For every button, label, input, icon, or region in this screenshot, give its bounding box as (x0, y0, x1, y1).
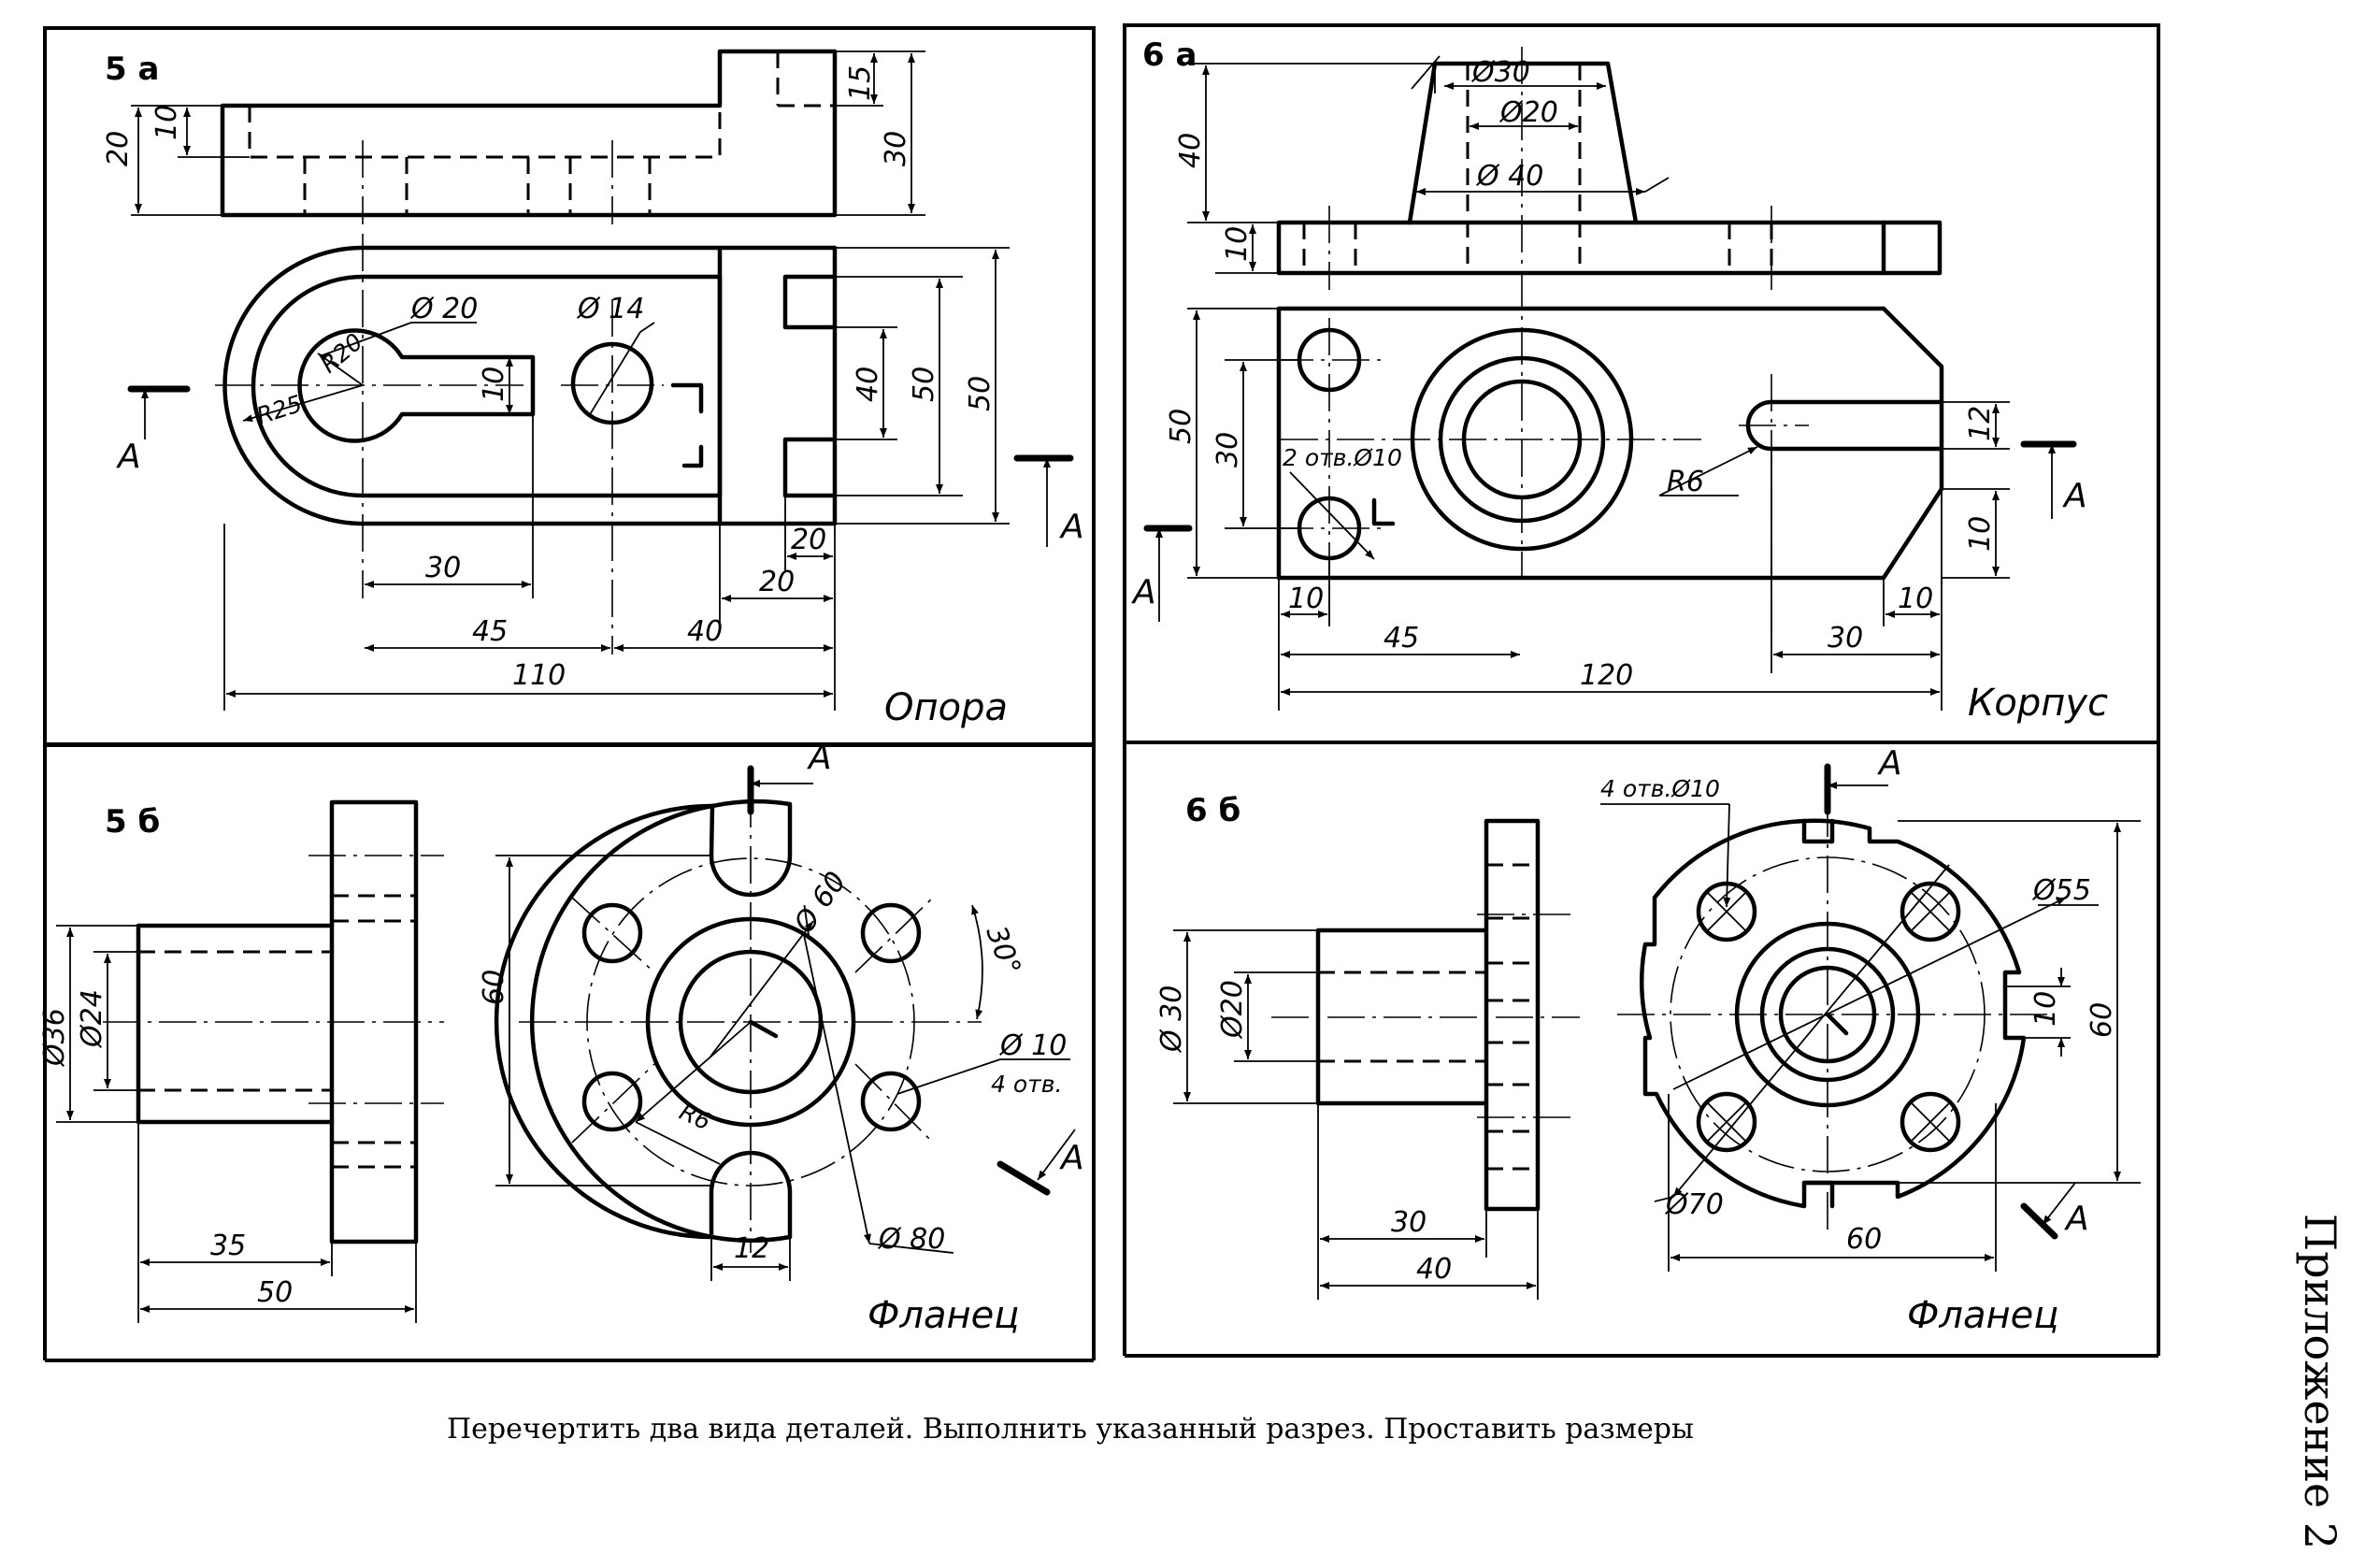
dim-4-holes-d10: 4 отв.Ø10 (1600, 775, 1720, 802)
dim-d30: Ø 30 (1155, 985, 1188, 1054)
panel-6a: 6 а 40 10 Ø30 (1131, 36, 2108, 725)
dim-60b: 60 (1846, 1223, 1882, 1256)
dim-110: 110 (512, 659, 566, 692)
view-front-6b: 4 отв.Ø10 Ø55 10 60 Ø70 60 (1600, 775, 2141, 1272)
dim-50: 50 (1165, 409, 1197, 444)
panel-number: 5 а (105, 50, 159, 88)
dim-d20: Ø 20 (409, 293, 478, 325)
panel-number: 5 б (105, 803, 160, 841)
dim-30b: 30 (425, 552, 461, 584)
dim-10c: 10 (1288, 583, 1324, 615)
dim-15: 15 (844, 65, 877, 101)
view-side-5b: Ø36 Ø24 35 50 (38, 799, 444, 1323)
dim-10: 10 (151, 105, 183, 140)
dim-r20: R20 (315, 328, 367, 379)
dim-10d: 10 (1898, 583, 1933, 615)
dim-20: 20 (102, 131, 135, 166)
dim-d40: Ø 40 (1475, 160, 1543, 193)
panel-5a: 5 а 20 10 15 (102, 49, 1084, 729)
dim-r25: R25 (253, 390, 306, 430)
panel-frames (43, 23, 2160, 1362)
dim-d24: Ø24 (76, 989, 108, 1049)
dim-d55: Ø55 (2031, 874, 2091, 907)
view-front-5b: 60 Ø 60 30° Ø 10 4 отв. R6 12 Ø 80 (478, 790, 1070, 1281)
dim-120: 120 (1580, 659, 1633, 692)
section-marks-5a: А А (116, 385, 1084, 547)
view-front-6a: 50 30 2 отв.Ø10 R6 12 10 10 10 (1165, 306, 2010, 711)
dim-d70: Ø70 (1664, 1188, 1724, 1221)
dim-60: 60 (2086, 1002, 2118, 1038)
dim-d20: Ø20 (1216, 980, 1249, 1040)
view-top-5a: 20 10 15 30 (102, 49, 925, 224)
caption: Перечертить два вида деталей. Выполнить … (447, 1413, 1694, 1446)
panel-number: 6 а (1142, 36, 1197, 74)
section-label: А (2062, 477, 2087, 515)
section-label: А (1059, 508, 1084, 546)
dim-40: 40 (1416, 1253, 1452, 1286)
section-marks-6b: А А (1824, 744, 2089, 1240)
section-label: А (1059, 1139, 1084, 1177)
dim-r6: R6 (675, 1098, 714, 1135)
section-marks-6a: А А (1131, 440, 2087, 622)
section-label: А (116, 438, 141, 476)
dim-10b: 10 (478, 367, 510, 402)
dim-30: 30 (1212, 432, 1244, 468)
panel-6b: 6 б Ø 30 Ø20 (1155, 744, 2141, 1337)
dim-20b: 40 (852, 367, 884, 402)
section-label: А (1877, 744, 1902, 783)
dim-30deg: 30° (979, 922, 1026, 980)
dim-10: 10 (1221, 226, 1254, 262)
dim-10c: 20 (791, 524, 826, 556)
dim-45: 45 (1384, 622, 1419, 655)
part-title: Корпус (1968, 682, 2108, 725)
appendix-label: Приложение 2 (2295, 1214, 2345, 1549)
dim-r6: R6 (1667, 466, 1704, 498)
dim-35: 35 (210, 1230, 246, 1262)
dim-d30: Ø30 (1470, 56, 1530, 89)
dim-50: 50 (257, 1276, 293, 1309)
dim-60: 60 (478, 970, 510, 1005)
dim-30: 30 (880, 131, 912, 166)
section-label: А (807, 739, 832, 777)
dim-40: 50 (908, 367, 940, 402)
dim-d20: Ø20 (1498, 96, 1558, 129)
dim-12: 12 (1964, 406, 1997, 441)
dim-20c: 20 (759, 566, 795, 598)
section-label: А (2064, 1200, 2089, 1238)
dim-40b: 40 (687, 615, 723, 648)
dim-30b: 30 (1828, 622, 1863, 655)
part-title: Фланец (867, 1294, 1020, 1337)
dim-d14: Ø 14 (576, 293, 644, 325)
dim-4-holes: 4 отв. (991, 1071, 1062, 1098)
panel-5b: 5 б Ø36 Ø24 35 (38, 739, 1084, 1337)
dim-d80: Ø 80 (877, 1223, 945, 1256)
part-title: Фланец (1907, 1294, 2059, 1337)
part-title: Опора (884, 686, 1008, 729)
view-top-6a: 40 10 Ø30 Ø20 Ø 40 (1174, 47, 1943, 580)
dim-30: 30 (1391, 1206, 1427, 1239)
dim-12: 12 (734, 1232, 769, 1265)
section-label: А (1131, 573, 1156, 611)
dim-10: 10 (2029, 991, 2062, 1027)
dim-d10: Ø 10 (998, 1029, 1067, 1062)
view-side-6b: Ø 30 Ø20 30 40 (1155, 818, 1580, 1300)
dim-10b: 10 (1964, 516, 1997, 552)
dim-45: 45 (472, 615, 508, 648)
panel-number: 6 б (1185, 792, 1240, 829)
dim-50: 50 (964, 376, 996, 411)
dim-40: 40 (1174, 133, 1207, 168)
dim-d36: Ø36 (38, 1008, 71, 1068)
section-marks-5b: А А (747, 739, 1084, 1196)
view-front-5a: R20 R25 Ø 20 Ø 14 10 40 50 50 (215, 234, 1010, 711)
dim-2-holes: 2 отв.Ø10 (1283, 444, 1402, 471)
